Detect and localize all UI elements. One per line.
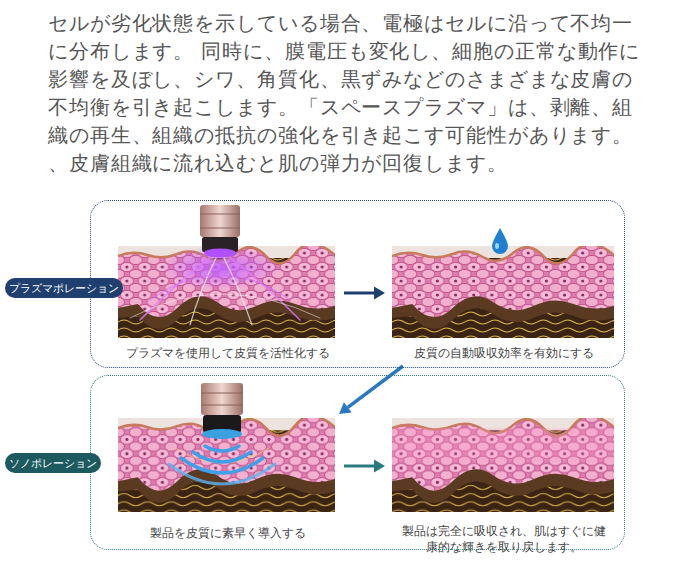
glow-line xyxy=(140,256,212,320)
glow-line xyxy=(150,275,290,300)
device-ring xyxy=(200,214,240,215)
skin-section xyxy=(118,416,335,512)
illustration-step: プラズマを使用して皮質を活性化する xyxy=(119,247,336,363)
arrow-head xyxy=(374,460,385,473)
flow-arrow xyxy=(344,287,385,300)
flow-arrow xyxy=(344,460,385,473)
skin-section xyxy=(392,244,614,338)
step-caption: プラズマを使用して皮質を活性化する xyxy=(124,345,331,361)
arrow-head xyxy=(374,287,385,300)
step-caption: 製品を皮質に素早く導入する xyxy=(124,525,331,541)
flow-arrow xyxy=(339,366,403,414)
water-drop-shine xyxy=(495,243,499,249)
glow-line xyxy=(190,258,216,325)
device-ring xyxy=(200,228,240,229)
device-light xyxy=(204,249,236,258)
sono-waves xyxy=(169,446,275,484)
glow-line xyxy=(130,294,320,318)
arrow-head xyxy=(339,402,352,414)
skin-section xyxy=(392,416,614,512)
illustration-step: 製品は完全に吸収され、肌はすぐに健康的な輝きを取り戻します。 xyxy=(393,419,615,557)
device-ring xyxy=(201,405,243,406)
title-paragraph: セルが劣化状態を示している場合、電極はセルに沿って不均一に分布します。 同時に、… xyxy=(48,10,646,178)
wave-arc xyxy=(169,464,275,484)
method-pill: ソノポレーション xyxy=(5,453,101,473)
plasma-device xyxy=(200,205,240,258)
wave-arc xyxy=(193,452,251,462)
method-pill: プラズマポレーション xyxy=(5,278,123,298)
skin-section xyxy=(118,244,335,338)
wave-arc xyxy=(205,446,239,451)
device-body xyxy=(201,383,243,415)
device-rim xyxy=(202,429,242,439)
step-caption: 製品は完全に吸収され、肌はすぐに健康的な輝きを取り戻します。 xyxy=(398,523,610,555)
wave-arc xyxy=(181,458,263,473)
device-ring xyxy=(201,393,243,394)
illustration-step: 製品を皮質に素早く導入する xyxy=(119,419,336,543)
device-body xyxy=(200,205,240,237)
dotted-panel: ソノポレーション製品を皮質に素早く導入する製品は完全に吸収され、肌はすぐに健康的… xyxy=(90,375,625,550)
water-drop xyxy=(492,228,508,254)
glow-line xyxy=(228,256,300,320)
arrow-shaft xyxy=(344,465,374,468)
illustration-step: 皮質の自動吸収効率を有効にする xyxy=(393,247,615,363)
plasma-glow xyxy=(130,246,320,325)
arrow-shaft xyxy=(348,366,403,407)
step-caption: 皮質の自動吸収効率を有効にする xyxy=(398,345,610,361)
glow-line xyxy=(224,258,252,325)
absorbed-glow xyxy=(392,428,614,462)
dotted-panel: プラズマポレーションプラズマを使用して皮質を活性化する皮質の自動吸収効率を有効に… xyxy=(90,200,625,368)
arrow-shaft xyxy=(344,292,374,295)
sono-device xyxy=(201,383,243,439)
